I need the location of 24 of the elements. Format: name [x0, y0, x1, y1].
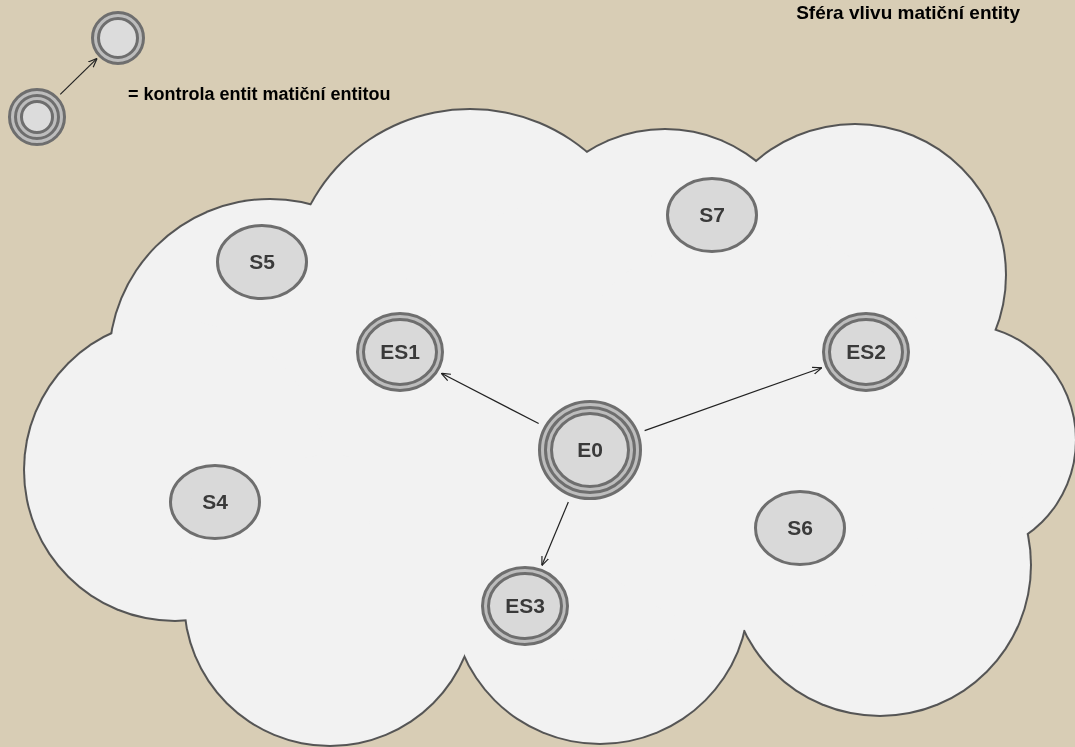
entity-circle [356, 312, 444, 392]
entity-circle [169, 464, 261, 540]
legend-note: = kontrola entit matiční entitou [128, 84, 391, 105]
ring-circle [8, 88, 66, 146]
entity-label: E0 [577, 438, 603, 462]
arrow [644, 366, 823, 432]
entity-circle [754, 490, 846, 566]
entity-circle [666, 177, 758, 253]
arrow [440, 372, 540, 425]
arrow [541, 501, 569, 567]
entity-label: ES1 [380, 340, 420, 364]
entity-label: ES2 [846, 340, 886, 364]
entity-label: ES3 [505, 594, 545, 618]
entity-label: S4 [202, 490, 228, 514]
entity-label: S5 [249, 250, 275, 274]
entity-label: S7 [699, 203, 725, 227]
arrow [59, 57, 98, 95]
title: Sféra vlivu matiční entity [796, 2, 1020, 24]
entity-label: S6 [787, 516, 813, 540]
entity-circle [538, 400, 642, 500]
entity-circle [822, 312, 910, 392]
entity-circle [481, 566, 569, 646]
entity-circle [216, 224, 308, 300]
ring-circle [91, 11, 145, 65]
